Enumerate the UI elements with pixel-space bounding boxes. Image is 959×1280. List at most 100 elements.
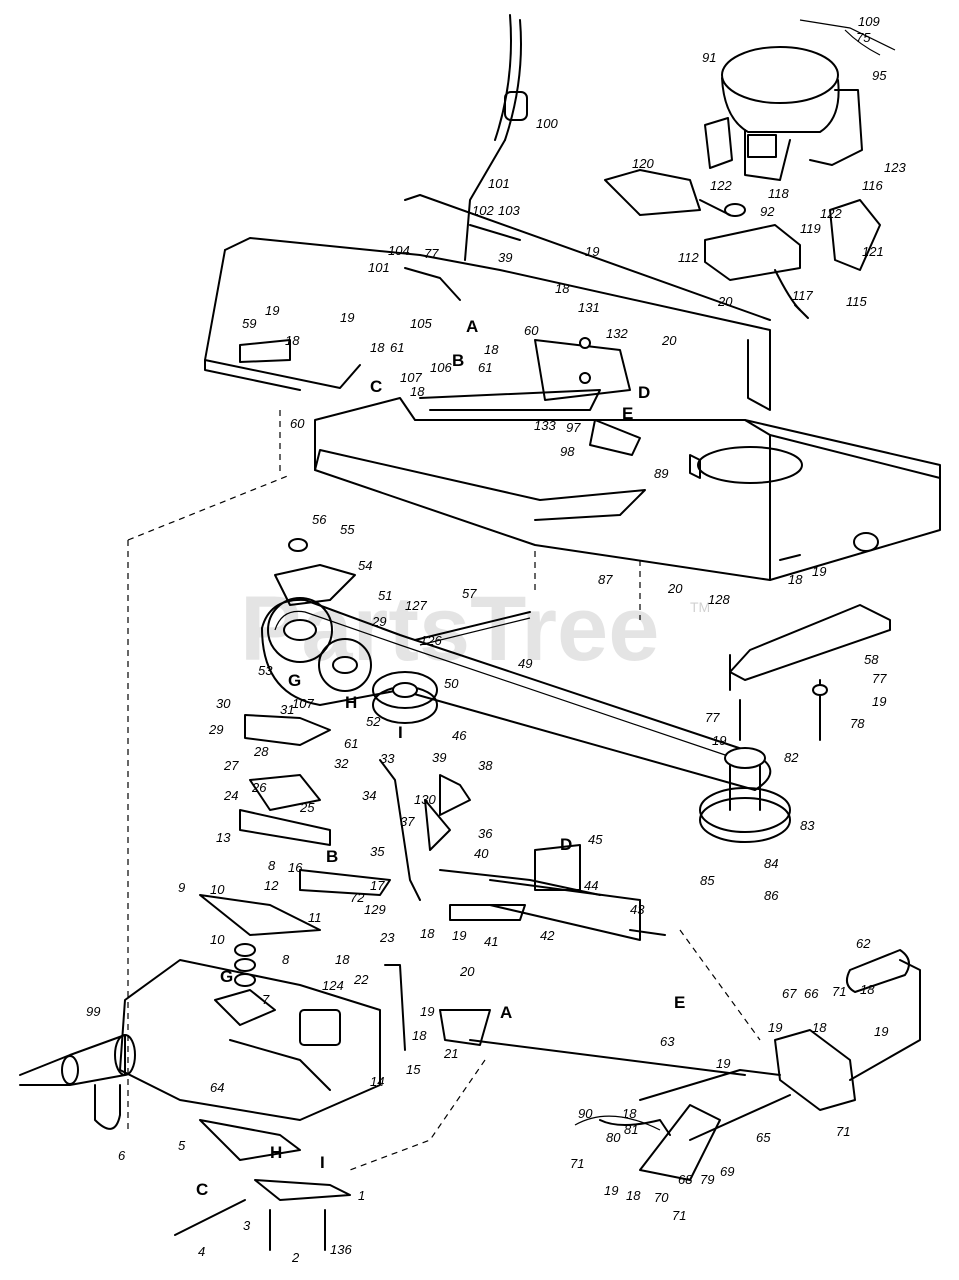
callout-8a: 8 — [268, 858, 276, 873]
callout-19k: 19 — [716, 1056, 730, 1071]
callout-69: 69 — [720, 1164, 734, 1179]
callout-70: 70 — [654, 1190, 669, 1205]
callout-101a: 101 — [488, 176, 510, 191]
transaxle-assembly — [19, 943, 381, 1251]
callout-18b: 18 — [285, 333, 300, 348]
callout-38: 38 — [478, 758, 493, 773]
callout-71a: 71 — [832, 984, 846, 999]
callout-81: 81 — [624, 1122, 638, 1137]
callout-1: 1 — [358, 1188, 365, 1203]
callout-18a: 18 — [555, 281, 570, 296]
callout-61c: 61 — [344, 736, 358, 751]
key-B-linkage: B — [326, 847, 338, 866]
callout-77c: 77 — [705, 710, 720, 725]
callout-79: 79 — [700, 1172, 714, 1187]
callout-17: 17 — [370, 878, 385, 893]
callout-14: 14 — [370, 1074, 384, 1089]
callout-19l: 19 — [604, 1183, 618, 1198]
callout-123: 123 — [884, 160, 906, 175]
callout-84: 84 — [764, 856, 778, 871]
callout-120: 120 — [632, 156, 654, 171]
callout-25: 25 — [299, 800, 315, 815]
callout-7: 7 — [262, 992, 270, 1007]
callout-49: 49 — [518, 656, 532, 671]
callout-58: 58 — [864, 652, 879, 667]
callout-54: 54 — [358, 558, 372, 573]
callout-22: 22 — [353, 972, 369, 987]
callout-23: 23 — [379, 930, 395, 945]
callout-98: 98 — [560, 444, 575, 459]
callout-105: 105 — [410, 316, 432, 331]
callout-64: 64 — [210, 1080, 224, 1095]
callout-83: 83 — [800, 818, 815, 833]
key-E-pedal: E — [674, 993, 685, 1012]
callout-71c: 71 — [570, 1156, 584, 1171]
callout-52: 52 — [366, 714, 381, 729]
callout-97: 97 — [566, 420, 581, 435]
callout-65: 65 — [756, 1130, 771, 1145]
callout-128: 128 — [708, 592, 730, 607]
callout-126: 126 — [420, 633, 442, 648]
key-H-bracket: H — [270, 1143, 282, 1162]
callout-45: 45 — [588, 832, 603, 847]
callout-61b: 61 — [478, 360, 492, 375]
callout-18g: 18 — [420, 926, 435, 941]
callout-24: 24 — [223, 788, 238, 803]
callout-29b: 29 — [208, 722, 223, 737]
key-D-top: D — [638, 383, 650, 402]
callout-122b: 122 — [820, 206, 842, 221]
callout-39b: 39 — [432, 750, 446, 765]
callout-80: 80 — [606, 1130, 621, 1145]
callout-102: 102 — [472, 203, 494, 218]
callout-19b: 19 — [265, 303, 279, 318]
part-callouts: 109 75 95 91 100 101 102 103 120 122 118… — [86, 14, 906, 1265]
callout-118: 118 — [768, 186, 789, 201]
belt-pulley-system — [261, 538, 891, 843]
callout-37: 37 — [400, 814, 415, 829]
callout-27: 27 — [223, 758, 239, 773]
key-I-pulley: I — [398, 723, 403, 742]
callout-71b: 71 — [836, 1124, 850, 1139]
callout-46: 46 — [452, 728, 467, 743]
callout-56: 56 — [312, 512, 327, 527]
callout-95: 95 — [872, 68, 887, 83]
clutch-linkage — [199, 714, 666, 1051]
callout-19f: 19 — [712, 733, 726, 748]
callout-34: 34 — [362, 788, 376, 803]
callout-19a: 19 — [585, 244, 599, 259]
callout-133: 133 — [534, 418, 556, 433]
callout-71d: 71 — [672, 1208, 686, 1223]
watermark-trademark: TM — [690, 599, 710, 615]
callout-19j: 19 — [874, 1024, 888, 1039]
key-I-bracket: I — [320, 1153, 325, 1172]
callout-18l: 18 — [622, 1106, 637, 1121]
dash-panel — [204, 14, 771, 479]
callout-26: 26 — [251, 780, 267, 795]
pedal-assembly — [469, 949, 921, 1181]
callout-18d: 18 — [484, 342, 499, 357]
callout-32: 32 — [334, 756, 349, 771]
callout-107b: 107 — [292, 696, 314, 711]
callout-99: 99 — [86, 1004, 100, 1019]
callout-20b: 20 — [661, 333, 677, 348]
callout-107a: 107 — [400, 370, 422, 385]
callout-40: 40 — [474, 846, 489, 861]
callout-18k: 18 — [412, 1028, 427, 1043]
callout-67: 67 — [782, 986, 797, 1001]
key-A-linkage: A — [500, 1003, 512, 1022]
callout-18f: 18 — [788, 572, 803, 587]
callout-19i: 19 — [768, 1020, 782, 1035]
callout-44: 44 — [584, 878, 598, 893]
key-D-linkage: D — [560, 835, 572, 854]
callout-130: 130 — [414, 792, 436, 807]
callout-103: 103 — [498, 203, 520, 218]
callout-18i: 18 — [860, 982, 875, 997]
callout-3: 3 — [243, 1218, 251, 1233]
callout-66: 66 — [804, 986, 819, 1001]
callout-9: 9 — [178, 880, 185, 895]
callout-19c: 19 — [340, 310, 354, 325]
callout-39a: 39 — [498, 250, 512, 265]
callout-31: 31 — [280, 702, 294, 717]
